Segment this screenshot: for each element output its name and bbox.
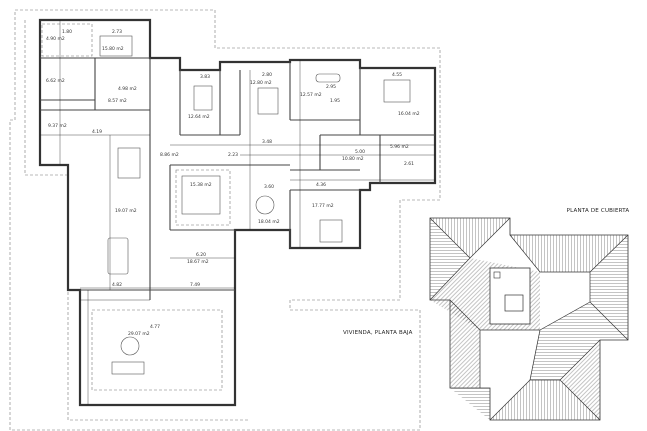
dim-label: 3.83 xyxy=(200,74,210,80)
dim-label: 5.00 xyxy=(355,149,365,155)
dim-label: 4.82 xyxy=(112,282,122,288)
room-label-porch: 29.07 m2 xyxy=(128,331,150,337)
dim-label: 3.48 xyxy=(262,139,272,145)
dim-label: 4.19 xyxy=(92,129,102,135)
interior-walls xyxy=(40,57,435,300)
dim-label: 2.80 xyxy=(262,72,272,78)
dim-label: 1.80 xyxy=(62,29,72,35)
room-label-corridor: 9.37 m2 xyxy=(48,123,67,129)
roof-ridges xyxy=(429,217,629,421)
room-label-office: 8.86 m2 xyxy=(160,152,179,158)
room-label-bath1: 4.90 m2 xyxy=(46,36,65,42)
dim-label: 6.20 xyxy=(196,252,206,258)
room-label-bed2: 12.64 m2 xyxy=(188,114,210,120)
room-label-bed3: 12.80 m2 xyxy=(250,80,272,86)
room-label-kitchen: 18.04 m2 xyxy=(258,219,280,225)
dim-label: 2.61 xyxy=(404,161,414,167)
room-label-dressing: 6.62 m2 xyxy=(46,78,65,84)
dim-label: 7.49 xyxy=(190,282,200,288)
room-label-bath2: 12.57 m2 xyxy=(300,92,322,98)
furniture xyxy=(99,35,411,375)
roof-plan-title: PLANTA DE CUBIERTA xyxy=(567,208,630,214)
room-label-laundry: 10.80 m2 xyxy=(342,156,364,162)
room-label-living: 18.67 m2 xyxy=(187,259,209,265)
room-label-patio: 15.38 m2 xyxy=(190,182,212,188)
dim-label: 3.60 xyxy=(264,184,274,190)
room-label-bed5: 17.77 m2 xyxy=(312,203,334,209)
room-label-store: 4.98 m2 xyxy=(118,86,137,92)
dim-label: 4.36 xyxy=(316,182,326,188)
dim-label: 2.73 xyxy=(112,29,122,35)
dim-label: 2.23 xyxy=(228,152,238,158)
room-label-bath3: 5.96 m2 xyxy=(390,144,409,150)
dim-label: 1.95 xyxy=(330,98,340,104)
dim-label: 2.95 xyxy=(326,84,336,90)
courtyard xyxy=(175,169,231,226)
dimension-lines xyxy=(40,20,435,405)
roof-courtyard xyxy=(489,267,531,325)
room-label-bed1: 15.80 m2 xyxy=(102,46,124,52)
room-label-bed4: 16.04 m2 xyxy=(398,111,420,117)
dimension-labels: 2.73 1.80 4.19 3.83 2.80 2.95 4.55 3.48 … xyxy=(62,29,414,330)
roof-plan: PLANTA DE CUBIERTA xyxy=(429,208,630,421)
room-labels: 15.80 m2 4.90 m2 6.62 m2 8.57 m2 9.37 m2… xyxy=(46,36,420,337)
dim-label: 4.55 xyxy=(392,72,402,78)
room-label-dining: 19.07 m2 xyxy=(115,208,137,214)
site-boundary xyxy=(9,9,441,431)
exterior-walls xyxy=(38,18,437,407)
floor-plan-title: VIVIENDA, PLANTA BAJA xyxy=(343,330,413,336)
dim-label: 4.77 xyxy=(150,324,160,330)
floor-plan: 15.80 m2 4.90 m2 6.62 m2 8.57 m2 9.37 m2… xyxy=(38,18,437,407)
room-label-hall1: 8.57 m2 xyxy=(108,98,127,104)
